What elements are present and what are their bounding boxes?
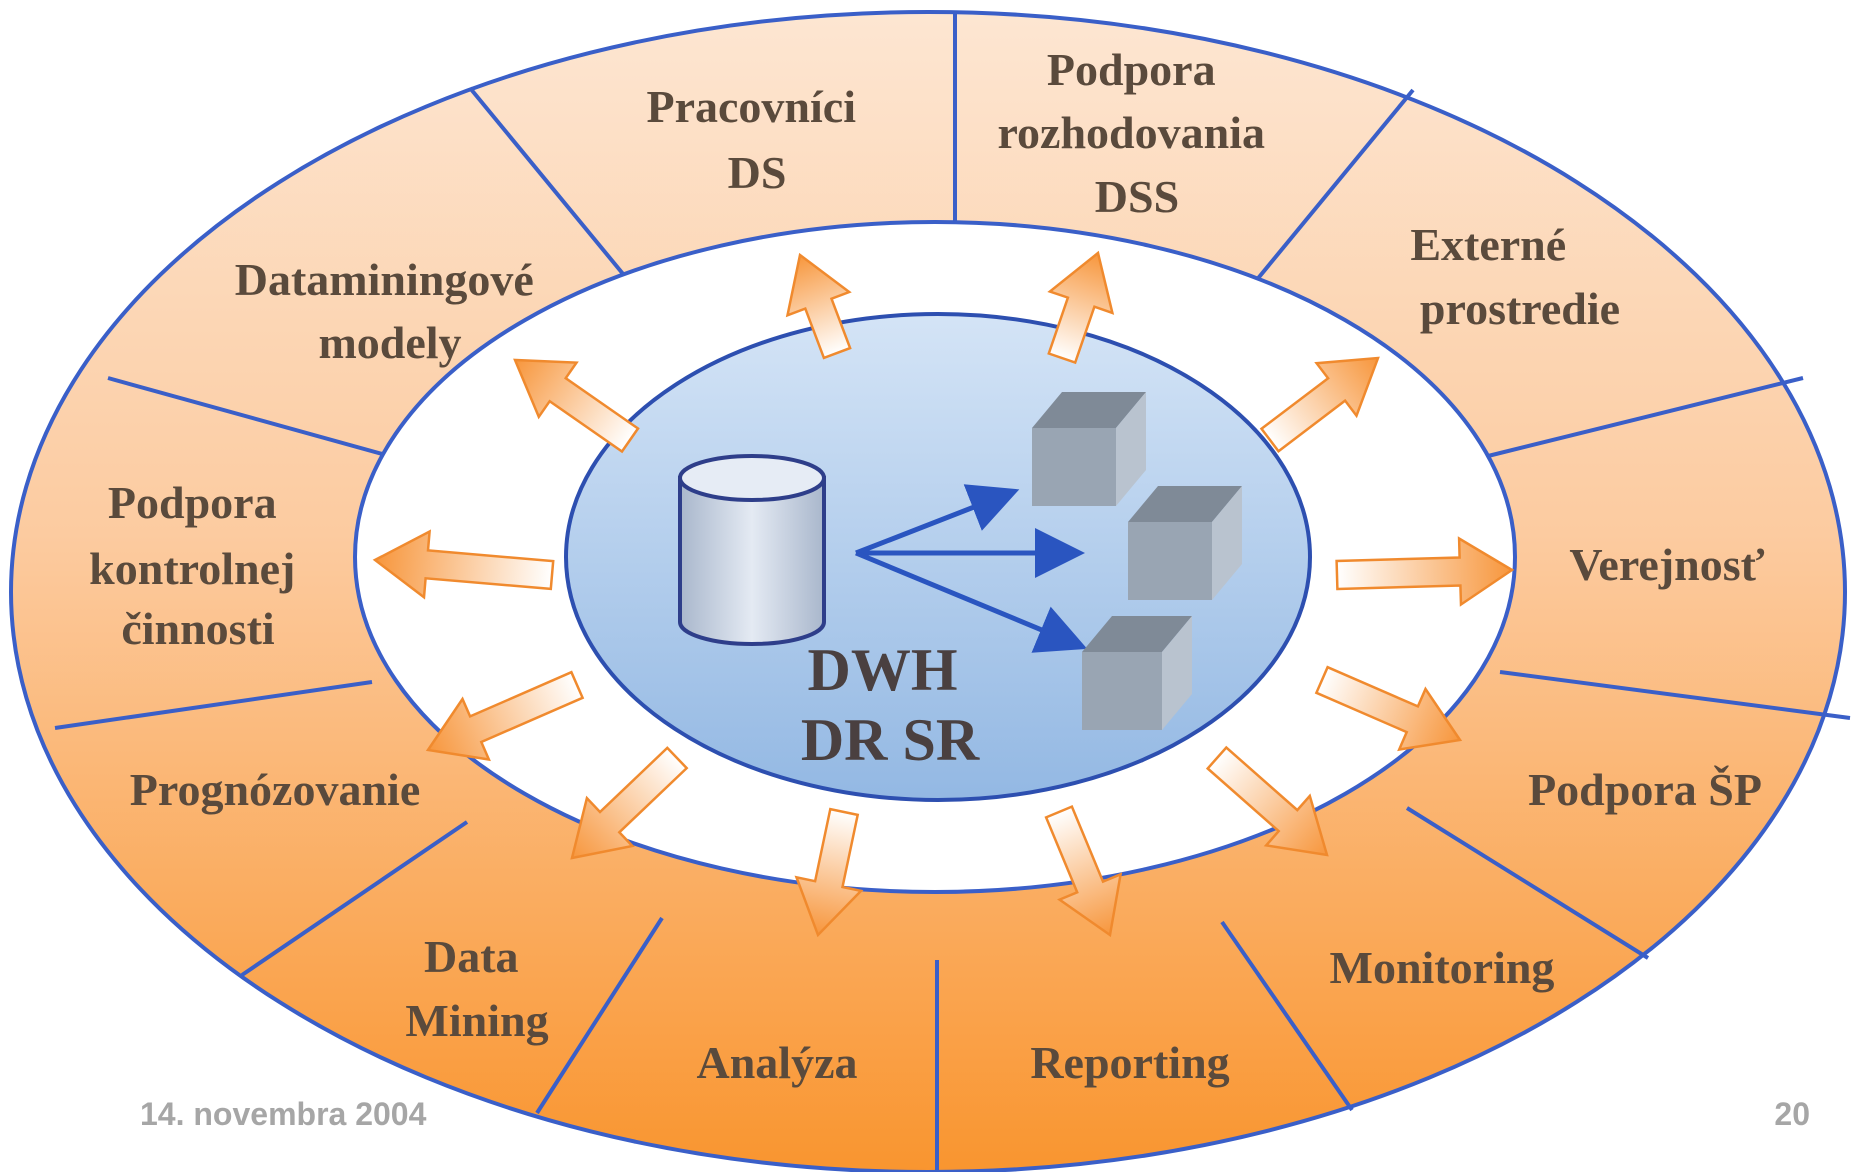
block-arrow [785, 252, 852, 360]
segment-label-analyza: Analýza [697, 1037, 858, 1088]
segment-label-monitoring: Monitoring [1330, 942, 1555, 993]
segment-label-pracovnici-ds: Pracovníci DS [647, 81, 868, 198]
data-mart-cube-1-icon [1032, 392, 1146, 506]
block-arrow [1044, 804, 1123, 938]
block-arrow [1205, 745, 1329, 857]
data-mart-cube-3-icon [1082, 616, 1192, 730]
segment-label-verejnost: Verejnosť [1569, 539, 1764, 590]
segment-divider [1220, 920, 1354, 1112]
database-icon [678, 454, 826, 646]
center-line-1: DWH [808, 637, 958, 703]
page-number: 20 [1774, 1096, 1810, 1132]
segment-label-dataminingove-modely: Dataminingové modely [235, 254, 546, 368]
segment-divider [468, 86, 630, 282]
block-arrow [372, 529, 555, 600]
block-arrow [570, 746, 689, 860]
segment-label-reporting: Reporting [1030, 1037, 1229, 1088]
segment-label-data-mining: Data Mining [405, 931, 548, 1046]
segment-labels: Pracovníci DS Podpora rozhodovania DSS E… [89, 44, 1764, 1088]
block-arrow [1314, 665, 1463, 752]
segment-divider [1479, 376, 1804, 460]
block-arrow [513, 358, 640, 454]
segment-divider [54, 680, 373, 730]
block-arrow [1335, 536, 1515, 607]
dwh-flow-arrows [855, 484, 1088, 653]
segment-label-externe-prostredie: Externé prostredie [1410, 219, 1620, 334]
block-arrow [1047, 250, 1115, 365]
block-arrow [794, 807, 864, 938]
segment-label-podpora-sp: Podpora ŠP [1528, 764, 1762, 815]
segment-divider [107, 376, 405, 462]
footer-date: 14. novembra 2004 [140, 1096, 427, 1132]
center-line-2: DR SR [801, 707, 980, 773]
segment-divider [1405, 806, 1650, 960]
block-arrow [1259, 356, 1380, 453]
segment-dividers [54, 12, 1851, 1172]
segment-label-podpora-rozhodovania-dss: Podpora rozhodovania DSS [997, 44, 1276, 222]
segment-label-prognozovanie: Prognózovanie [130, 764, 420, 815]
segment-divider [240, 820, 469, 977]
center-label: DWH DR SR [801, 637, 980, 773]
data-mart-cube-2-icon [1128, 486, 1242, 600]
segment-divider [1499, 670, 1851, 720]
segment-divider [1253, 88, 1415, 284]
radiating-arrows [372, 250, 1515, 938]
segment-divider [535, 916, 664, 1115]
block-arrow [425, 670, 585, 762]
segment-label-podpora-kontrolnej-cinnosti: Podpora kontrolnej činnosti [89, 477, 307, 654]
